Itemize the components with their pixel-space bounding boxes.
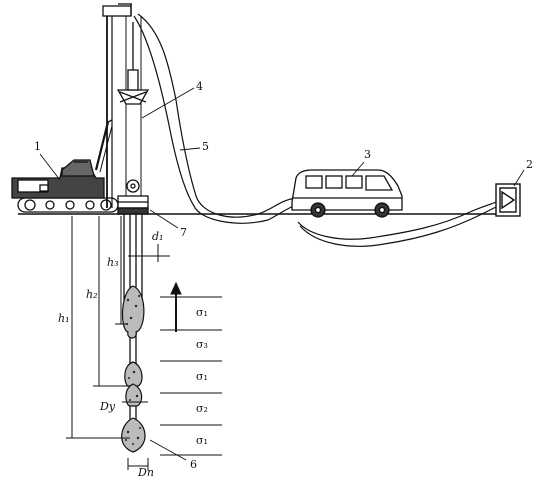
callout-5: 5 — [202, 140, 209, 153]
layer-label-2: σ₃ — [196, 338, 208, 351]
van — [291, 169, 403, 218]
upward-arrow — [170, 281, 182, 332]
depth-dimensions — [66, 216, 170, 470]
mast — [102, 3, 150, 215]
control-unit — [495, 183, 521, 217]
control-cable — [297, 201, 499, 247]
layer-label-3: σ₁ — [196, 370, 208, 383]
label-h3: h₃ — [107, 256, 119, 269]
pile-bulges — [121, 285, 146, 453]
callout-7: 7 — [180, 226, 187, 239]
bulge-texture — [125, 295, 141, 445]
callout-labels: 1 2 3 4 5 6 7 — [34, 80, 533, 471]
layer-label-1: σ₁ — [196, 306, 208, 319]
crawler-crane — [11, 119, 119, 213]
soil-layer-lines — [160, 296, 222, 456]
label-h2: h₂ — [86, 288, 98, 301]
layer-label-4: σ₂ — [196, 402, 208, 415]
callout-4: 4 — [196, 80, 203, 93]
hose — [133, 13, 301, 224]
label-Dy: Dy — [99, 400, 116, 413]
label-d1: d₁ — [152, 230, 163, 243]
callout-6: 6 — [190, 458, 197, 471]
dimension-labels: h₁ h₂ h₃ d₁ Dy Dn — [58, 230, 163, 479]
layer-label-5: σ₁ — [196, 434, 208, 447]
label-h1: h₁ — [58, 312, 70, 325]
layer-labels: σ₁ σ₃ σ₁ σ₂ σ₁ — [196, 306, 208, 447]
callout-leaders — [39, 87, 525, 461]
label-Dn: Dn — [137, 466, 154, 479]
callout-1: 1 — [34, 140, 41, 153]
callout-3: 3 — [364, 148, 371, 161]
callout-2: 2 — [526, 158, 533, 171]
